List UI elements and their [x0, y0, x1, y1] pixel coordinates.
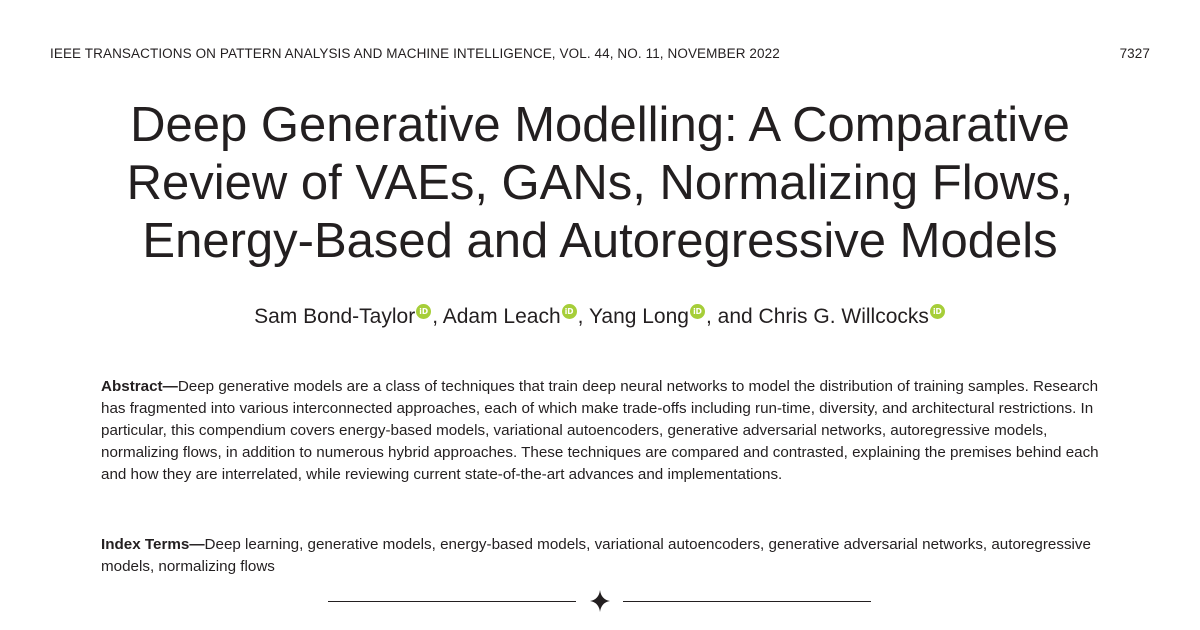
abstract-text: Deep generative models are a class of te… — [101, 378, 1099, 483]
index-terms-label: Index Terms— — [101, 536, 205, 553]
running-header: IEEE TRANSACTIONS ON PATTERN ANALYSIS AN… — [50, 46, 1150, 64]
four-point-star-icon — [590, 590, 610, 612]
author-name[interactable]: Adam Leach — [442, 305, 561, 328]
author-separator: , — [577, 305, 589, 328]
paper-title: Deep Generative Modelling: A Comparative… — [60, 96, 1140, 270]
orcid-icon[interactable]: iD — [929, 304, 945, 319]
title-line: Review of VAEs, GANs, Normalizing Flows, — [126, 156, 1074, 210]
author-name[interactable]: Yang Long — [588, 305, 689, 328]
author-name[interactable]: Sam Bond-Taylor — [254, 305, 416, 328]
divider-left-rule — [328, 601, 576, 602]
index-terms-text: Deep learning, generative models, energy… — [101, 536, 1091, 575]
journal-citation: IEEE TRANSACTIONS ON PATTERN ANALYSIS AN… — [50, 46, 780, 61]
abstract: Abstract—Deep generative models are a cl… — [101, 376, 1100, 486]
orcid-icon[interactable]: iD — [689, 304, 705, 319]
author-separator: , — [432, 305, 443, 328]
divider-right-rule — [623, 601, 871, 602]
author-separator: , and — [705, 305, 759, 328]
author-name[interactable]: Chris G. Willcocks — [758, 305, 929, 328]
title-line: Energy-Based and Autoregressive Models — [142, 214, 1058, 268]
orcid-icon[interactable]: iD — [416, 304, 432, 319]
page-number: 7327 — [1119, 46, 1150, 61]
title-line: Deep Generative Modelling: A Comparative — [130, 98, 1070, 152]
index-terms: Index Terms—Deep learning, generative mo… — [101, 534, 1100, 578]
abstract-label: Abstract— — [101, 378, 178, 395]
orcid-icon[interactable]: iD — [561, 304, 577, 319]
